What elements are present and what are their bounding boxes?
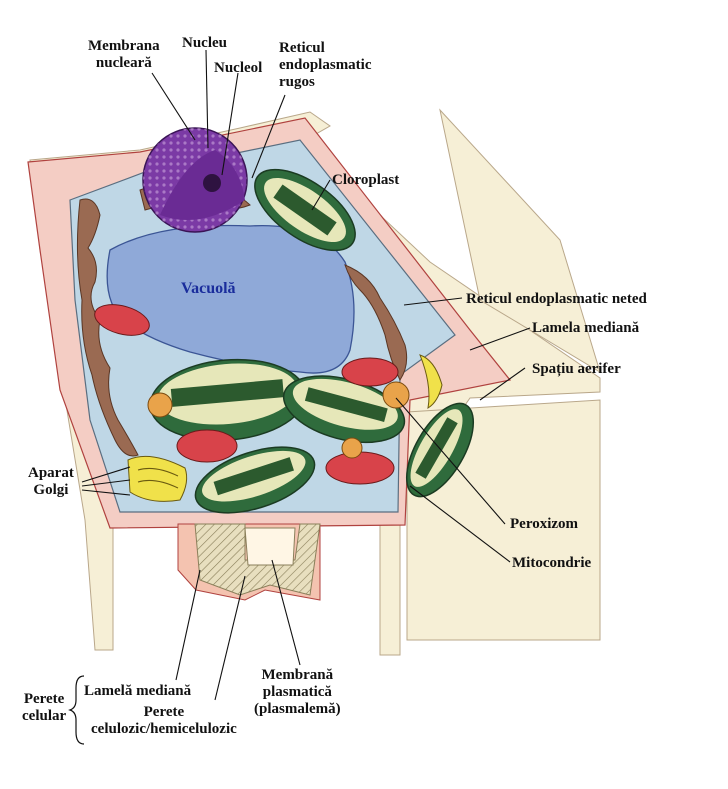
label-lamela-mediana-bottom: Lamelă mediană bbox=[84, 683, 192, 699]
label-nucleu: Nucleu bbox=[182, 35, 227, 51]
label-line: Membrană bbox=[261, 667, 334, 683]
chloroplasts bbox=[149, 168, 475, 514]
label-peroxizom: Peroxizom bbox=[510, 516, 579, 532]
nucleus-shape bbox=[142, 127, 248, 233]
wall-cutaway bbox=[177, 523, 321, 601]
label-line: Membrana bbox=[88, 38, 160, 54]
label-line: plasmatică bbox=[262, 684, 332, 700]
label-nucleol: Nucleol bbox=[214, 60, 263, 76]
label-line: Perete bbox=[143, 704, 185, 720]
label-cloroplast: Cloroplast bbox=[332, 172, 400, 188]
nucleolus-shape bbox=[203, 174, 221, 192]
label-line: Reticul bbox=[279, 40, 325, 56]
label-mitocondrie: Mitocondrie bbox=[512, 555, 592, 571]
label-line: celular bbox=[22, 708, 67, 724]
label-line: nucleară bbox=[95, 55, 152, 71]
label-membrana-plasmatica: Membrană plasmatică (plasmalemă) bbox=[254, 667, 341, 718]
label-line: endoplasmatic bbox=[279, 57, 372, 73]
label-line: rugos bbox=[279, 74, 315, 90]
label-line: Aparat bbox=[28, 465, 74, 481]
peroxisomes bbox=[147, 381, 410, 459]
label-vacuola: Vacuolă bbox=[181, 280, 236, 297]
leader-lines bbox=[81, 49, 531, 701]
golgi-shape bbox=[127, 354, 443, 502]
label-lamela-mediana-right: Lamela mediană bbox=[532, 320, 640, 336]
label-perete-celular: Perete celular bbox=[22, 691, 66, 725]
label-line: Golgi bbox=[33, 482, 69, 498]
label-membrana-nucleara: Membrana nucleară bbox=[88, 38, 160, 72]
label-reticul-neted: Reticul endoplasmatic neted bbox=[466, 291, 647, 307]
mitochondria bbox=[94, 304, 399, 485]
label-aparat-golgi: Aparat Golgi bbox=[28, 465, 74, 499]
wall-brace bbox=[68, 675, 85, 745]
label-line: celulozic/hemicelulozic bbox=[91, 721, 237, 737]
label-line: Perete bbox=[23, 691, 65, 707]
label-reticul-rugos: Reticul endoplasmatic rugos bbox=[279, 40, 372, 91]
label-perete-celulozic: Perete celulozic/hemicelulozic bbox=[91, 704, 237, 738]
label-spatiu-aerifer: Spațiu aerifer bbox=[532, 361, 621, 377]
label-line: (plasmalemă) bbox=[254, 701, 341, 717]
